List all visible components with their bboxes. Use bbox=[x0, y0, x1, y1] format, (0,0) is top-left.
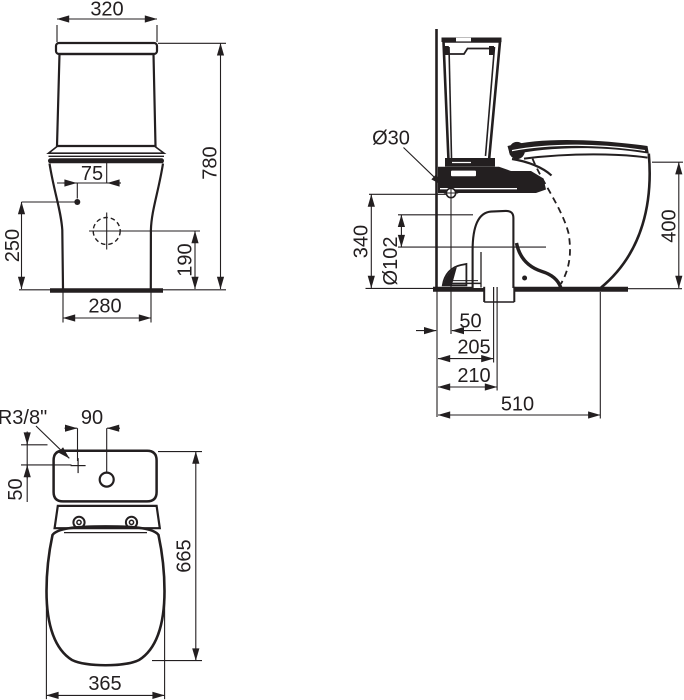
seat-cover-seam bbox=[511, 144, 646, 152]
hinge-right-pin bbox=[128, 519, 135, 526]
cistern-lid-outline bbox=[54, 41, 159, 56]
cistern-tank-outline bbox=[55, 52, 157, 148]
tank-inner-wall-right bbox=[484, 46, 496, 157]
bowl-front-outline bbox=[600, 153, 651, 289]
dim-button-offset-label: 90 bbox=[81, 407, 103, 429]
plan-view: R3/8" 90 50 665 365 bbox=[0, 407, 202, 700]
tank-inner-wall-left bbox=[448, 46, 453, 159]
leader-line bbox=[403, 147, 443, 186]
dim-base-width-label: 280 bbox=[88, 296, 121, 318]
dim-supply-hole-dia-label: Ø30 bbox=[372, 128, 410, 150]
lid-slot bbox=[456, 37, 471, 42]
cistern-plan-outline bbox=[52, 449, 158, 503]
supply-point-dot bbox=[74, 199, 81, 205]
dim-supply-offset-label: 75 bbox=[81, 163, 103, 185]
trap-hidden-line bbox=[531, 158, 571, 285]
leader-line bbox=[35, 425, 70, 459]
dim-supply-height-label: 250 bbox=[2, 229, 24, 262]
hinge-plate-outline bbox=[53, 504, 162, 530]
seat-band-flare bbox=[46, 145, 167, 154]
outlet-elbow bbox=[471, 209, 515, 288]
bowl-left-outline bbox=[48, 163, 65, 289]
lid-tab-left bbox=[443, 46, 449, 55]
front-view: 320 75 250 190 28 bbox=[2, 0, 226, 323]
dim-overall-height-label: 780 bbox=[200, 146, 222, 179]
dim-overall-length-label: 665 bbox=[174, 539, 196, 572]
dim-supply-thread-label: R3/8" bbox=[0, 407, 47, 429]
dim-outlet-a-label: 205 bbox=[457, 337, 490, 359]
dim-supply-hole-height-label: 340 bbox=[351, 225, 373, 258]
side-view: Ø30 340 Ø102 400 50 205 210 510 bbox=[351, 29, 683, 419]
seat-plan-outline bbox=[45, 525, 166, 667]
flush-button-circle bbox=[98, 471, 115, 488]
seat-cover-band bbox=[507, 139, 649, 156]
dim-inlet-height-label: 190 bbox=[175, 243, 197, 276]
dim-pan-height-label: 400 bbox=[659, 209, 681, 242]
seat-ring-line bbox=[523, 153, 648, 160]
bowl-under-curve bbox=[514, 242, 563, 289]
dim-seat-width-label: 365 bbox=[88, 673, 121, 695]
dim-supply-offset-y-label: 50 bbox=[5, 478, 27, 500]
bowl-right-outline bbox=[149, 163, 165, 289]
cistern-section-outline bbox=[442, 40, 502, 162]
dim-cistern-width-label: 320 bbox=[90, 0, 123, 21]
hinge-left-pin bbox=[76, 519, 82, 526]
dim-supply-from-wall-label: 50 bbox=[459, 311, 481, 333]
fixing-hole-dot bbox=[522, 275, 528, 281]
dim-outlet-dia-label: Ø102 bbox=[380, 237, 402, 286]
lid-inner-ledge bbox=[446, 47, 493, 55]
lid-tab-right bbox=[489, 46, 494, 55]
dim-outlet-b-label: 210 bbox=[457, 365, 490, 387]
dim-overall-depth-label: 510 bbox=[501, 394, 534, 416]
shelf-slot bbox=[451, 170, 476, 177]
rim-back-line bbox=[511, 157, 553, 177]
